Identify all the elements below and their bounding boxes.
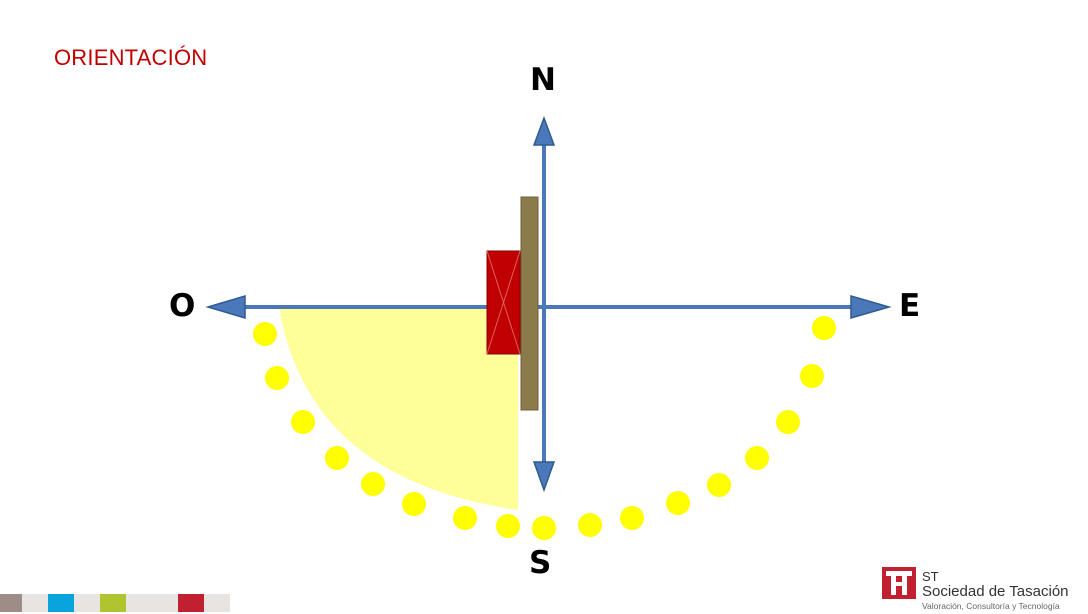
- sun-dot: [291, 410, 315, 434]
- west-label: O: [169, 288, 196, 324]
- sun-dot: [707, 473, 731, 497]
- strip-segment: [126, 594, 152, 612]
- sun-dot: [776, 410, 800, 434]
- window-icon: [486, 250, 521, 355]
- strip-segment: [22, 594, 48, 612]
- sun-dot: [666, 491, 690, 515]
- sun-dot: [253, 322, 277, 346]
- sun-dot: [265, 366, 289, 390]
- sun-dot: [325, 446, 349, 470]
- sun-dot: [402, 492, 426, 516]
- logo-name: Sociedad de Tasación: [922, 583, 1069, 600]
- strip-segment: [74, 594, 100, 612]
- logo-tagline: Valoración, Consultoría y Tecnología: [922, 601, 1060, 611]
- sun-dot: [620, 506, 644, 530]
- north-label: N: [530, 62, 556, 98]
- strip-segment: [100, 594, 126, 612]
- strip-segment: [204, 594, 230, 612]
- strip-segment: [178, 594, 204, 612]
- strip-segment: [0, 594, 22, 612]
- sun-exposure-area: [279, 307, 518, 510]
- strip-segment: [152, 594, 178, 612]
- east-label: E: [899, 288, 921, 324]
- west-arrowhead: [205, 294, 246, 320]
- sun-dot: [812, 316, 836, 340]
- logo-mark-icon: [882, 567, 916, 599]
- east-arrowhead: [850, 295, 892, 319]
- logo-abbr: ST: [922, 569, 939, 584]
- company-logo: ST Sociedad de Tasación Valoración, Cons…: [882, 566, 1082, 610]
- sun-dot: [496, 514, 520, 538]
- sun-path: [253, 316, 836, 540]
- north-arrowhead: [532, 115, 556, 146]
- sun-dot: [453, 506, 477, 530]
- footer-color-strip: [0, 594, 230, 612]
- south-label: S: [529, 545, 552, 581]
- south-arrowhead: [532, 461, 556, 493]
- sun-dot: [745, 446, 769, 470]
- sun-dot: [361, 472, 385, 496]
- sun-dot: [532, 516, 556, 540]
- sun-dot: [800, 364, 824, 388]
- strip-segment: [48, 594, 74, 612]
- sun-dot: [578, 513, 602, 537]
- building-wall: [520, 196, 539, 411]
- slide-title: ORIENTACIÓN: [54, 45, 208, 70]
